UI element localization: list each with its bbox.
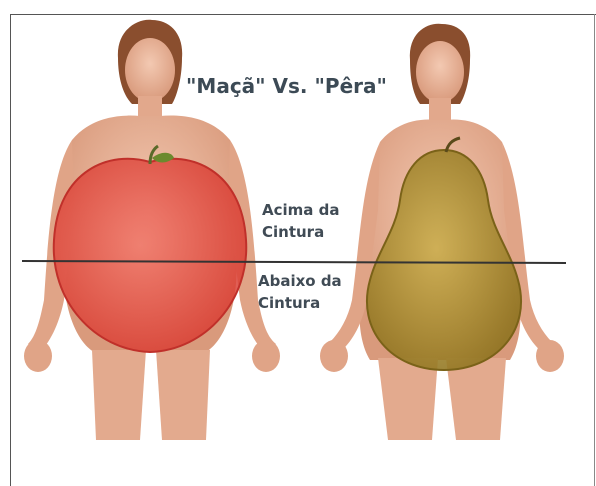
below-waist-label-line2: Cintura xyxy=(258,292,342,314)
below-waist-label: Abaixo da Cintura xyxy=(258,270,342,314)
chart-title: "Maçã" Vs. "Pêra" xyxy=(186,74,416,98)
above-waist-label-line1: Acima da xyxy=(262,199,339,221)
below-waist-label-line1: Abaixo da xyxy=(258,270,342,292)
above-waist-label: Acima da Cintura xyxy=(262,199,339,243)
above-waist-label-line2: Cintura xyxy=(262,221,339,243)
